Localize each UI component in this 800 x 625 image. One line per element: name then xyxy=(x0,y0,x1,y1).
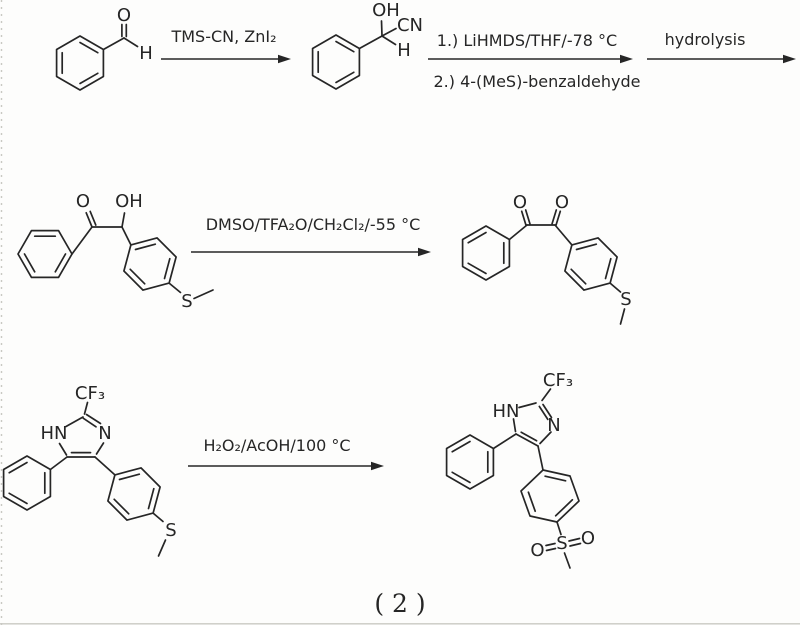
benzene-ring xyxy=(445,434,495,490)
atom-label-n: N xyxy=(98,423,111,444)
benzene-ring xyxy=(17,229,73,279)
molecule-benzaldehyde: O H xyxy=(55,5,153,91)
atom-label-aldehyde-h: H xyxy=(139,43,153,64)
atom-label-h: H xyxy=(397,40,411,61)
reaction-arrow-hydrolysis: hydrolysis xyxy=(647,30,796,64)
molecule-mandelonitrile: OH CN H xyxy=(311,0,423,90)
reaction-arrow-cyanosilylation: TMS-CN, ZnI₂ xyxy=(161,27,291,64)
atom-label-sulfone-o-left: O xyxy=(530,540,544,561)
atom-label-s: S xyxy=(620,289,631,310)
atom-label-hn: HN xyxy=(493,401,520,422)
reagent-label: TMS-CN, ZnI₂ xyxy=(170,27,276,46)
atom-label-s: S xyxy=(165,520,176,541)
benzene-ring xyxy=(2,455,52,511)
atom-label-carbonyl-o: O xyxy=(117,5,131,26)
atom-label-carbonyl-o: O xyxy=(76,191,90,212)
molecule-benzoin-sulfide: O OH S xyxy=(17,191,214,312)
atom-label-carbonyl-o1: O xyxy=(513,192,527,213)
atom-label-oh: OH xyxy=(115,191,143,212)
benzene-ring xyxy=(55,35,105,91)
atom-label-cf3: CF₃ xyxy=(543,370,573,391)
reaction-arrow-benzoin-coupling: 1.) LiHMDS/THF/-78 °C 2.) 4-(MeS)-benzal… xyxy=(428,31,641,91)
reagent-label: DMSO/TFA₂O/CH₂Cl₂/-55 °C xyxy=(206,215,421,234)
atom-label-s: S xyxy=(556,533,567,554)
atom-label-hn: HN xyxy=(41,423,68,444)
atom-label-cf3: CF₃ xyxy=(75,383,105,404)
molecule-benzil-sulfide: O O S xyxy=(461,192,632,325)
reagent-label: hydrolysis xyxy=(665,30,746,49)
benzene-ring xyxy=(311,34,361,90)
reagent-label-below: 2.) 4-(MeS)-benzaldehyde xyxy=(433,72,640,91)
atom-label-carbonyl-o2: O xyxy=(555,192,569,213)
reagent-label-above: 1.) LiHMDS/THF/-78 °C xyxy=(437,31,617,50)
atom-label-sulfone-o-right: O xyxy=(581,528,595,549)
figure-label: ( 2 ) xyxy=(374,589,425,618)
atom-label-cn: CN xyxy=(397,15,423,36)
atom-label-n: N xyxy=(547,415,560,436)
benzene-ring xyxy=(461,225,511,281)
molecule-imidazole-sulfide: CF₃ HN N S xyxy=(2,383,177,557)
molecule-imidazole-sulfone: CF₃ HN N S O O xyxy=(445,370,595,569)
atom-label-oh: OH xyxy=(372,0,400,21)
reaction-arrow-oxidation-to-dione: DMSO/TFA₂O/CH₂Cl₂/-55 °C xyxy=(191,215,431,257)
reaction-arrow-sulfide-oxidation: H₂O₂/AcOH/100 °C xyxy=(188,436,384,471)
atom-label-s: S xyxy=(181,291,192,312)
reagent-label: H₂O₂/AcOH/100 °C xyxy=(203,436,350,455)
